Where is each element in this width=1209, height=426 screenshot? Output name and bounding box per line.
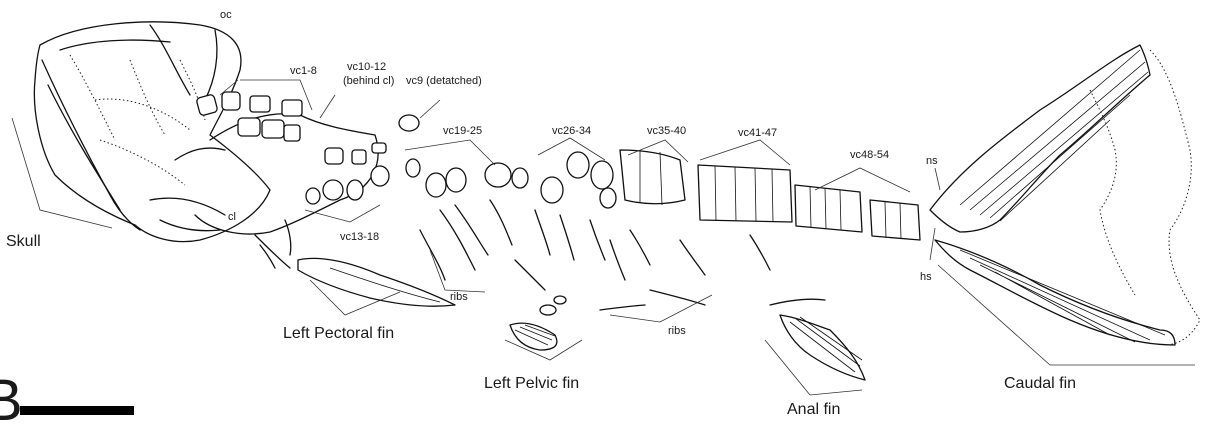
label-vc1-8: vc1-8 [290,65,317,77]
label-ribs-2: ribs [668,325,686,337]
caudal-fin-drawing [930,45,1200,345]
pectoral-fin-drawing [298,258,455,306]
label-ns: ns [926,155,938,167]
label-vc48-54: vc48-54 [850,149,889,161]
label-vc13-18: vc13-18 [340,231,379,243]
scale-bar [20,406,134,415]
label-left-pectoral-fin: Left Pectoral fin [283,325,394,342]
label-behind-cl: (behind cl) [343,75,394,87]
label-vc19-25: vc19-25 [443,125,482,137]
label-anal-fin: Anal fin [787,401,840,418]
label-skull: Skull [6,233,41,250]
posterior-vertebrae [620,150,920,240]
label-caudal-fin: Caudal fin [1004,375,1076,392]
label-vc9: vc9 (detatched) [406,75,482,87]
label-oc: oc [220,9,232,21]
anal-fin-drawing [770,299,865,380]
ribs-drawing [420,200,770,310]
label-vc26-34: vc26-34 [552,125,591,137]
label-left-pelvic-fin: Left Pelvic fin [484,375,579,392]
label-vc35-40: vc35-40 [647,125,686,137]
label-hs: hs [920,271,932,283]
pelvic-fin-drawing [510,296,566,350]
label-vc10-12: vc10-12 [347,61,386,73]
label-vc41-47: vc41-47 [738,127,777,139]
label-cl: cl [228,211,236,223]
panel-letter: B [0,368,23,426]
skull-drawing [34,22,270,242]
label-ribs-1: ribs [450,291,468,303]
